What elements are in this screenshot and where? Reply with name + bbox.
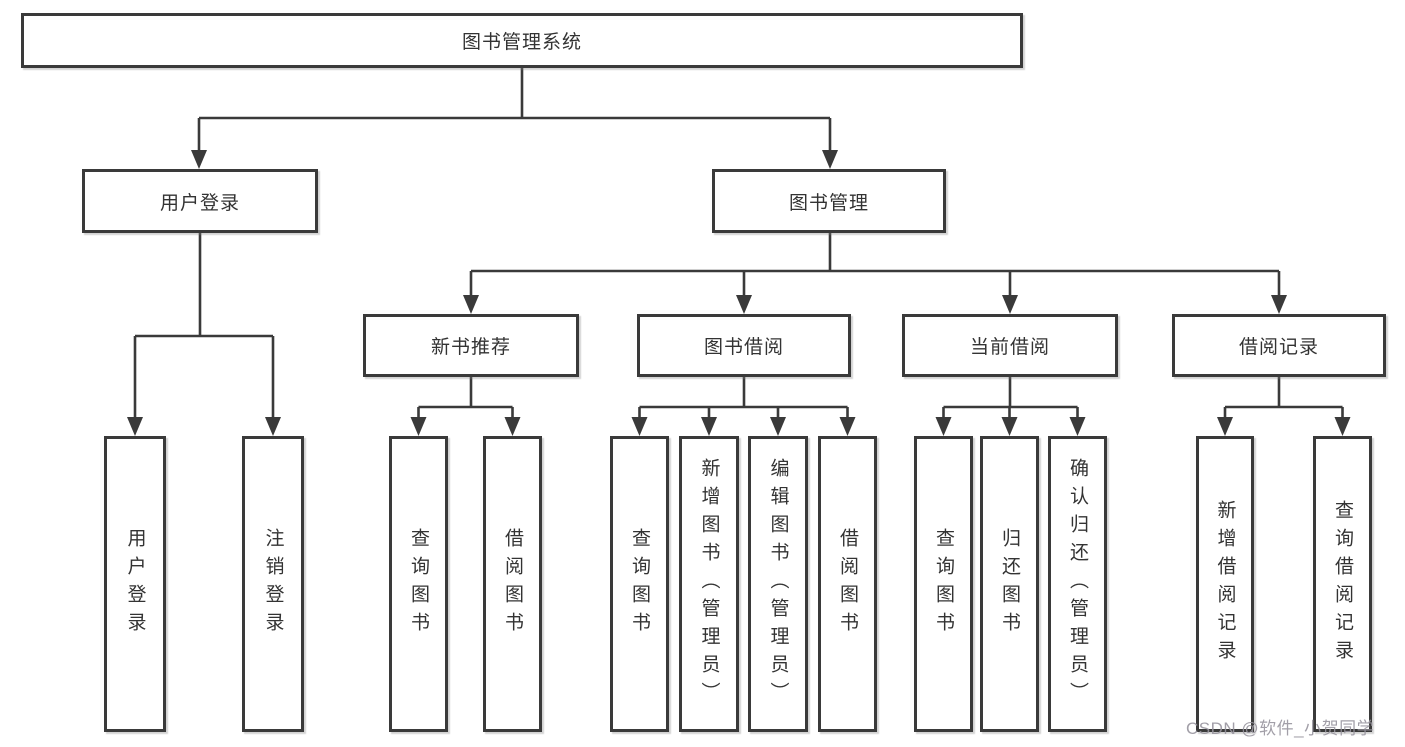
watermark: CSDN @软件_小贺同学 — [1186, 719, 1375, 738]
connector-borrowing-records-children — [1223, 377, 1344, 419]
leaf-recommend-borrow-books: 借阅图书 — [483, 436, 542, 732]
leaf-user-login: 用户登录 — [104, 436, 166, 732]
leaf-current-query-books: 查询图书 — [914, 436, 973, 732]
connector-book-management-children — [469, 232, 1281, 297]
leaf-recommend-query-books: 查询图书 — [389, 436, 448, 732]
leaf-records-query-record: 查询借阅记录 — [1313, 436, 1372, 732]
leaf-borrowing-query-books: 查询图书 — [610, 436, 669, 732]
node-book-management: 图书管理 — [712, 169, 946, 233]
node-borrowing-records: 借阅记录 — [1172, 314, 1386, 377]
leaf-borrowing-add-book-admin: 新增图书（管理员） — [679, 436, 739, 732]
node-new-book-recommend: 新书推荐 — [363, 314, 579, 377]
node-user-login: 用户登录 — [82, 169, 318, 233]
connector-new-book-children — [417, 377, 514, 419]
connector-user-login-children — [133, 233, 275, 419]
leaf-logout: 注销登录 — [242, 436, 304, 732]
node-root-library-system: 图书管理系统 — [21, 13, 1023, 68]
leaf-current-return-books: 归还图书 — [980, 436, 1039, 732]
arrowheads — [127, 150, 1351, 436]
node-current-borrowing: 当前借阅 — [902, 314, 1118, 377]
node-book-borrowing: 图书借阅 — [637, 314, 851, 377]
leaf-records-add-record: 新增借阅记录 — [1196, 436, 1254, 732]
leaf-current-confirm-return-admin: 确认归还（管理员） — [1048, 436, 1107, 732]
connector-book-borrowing-children — [638, 377, 849, 419]
connector-current-borrowing-children — [942, 377, 1079, 419]
connector-root-to-level2 — [197, 68, 832, 152]
leaf-borrowing-borrow-books: 借阅图书 — [818, 436, 877, 732]
leaf-borrowing-edit-book-admin: 编辑图书（管理员） — [748, 436, 808, 732]
